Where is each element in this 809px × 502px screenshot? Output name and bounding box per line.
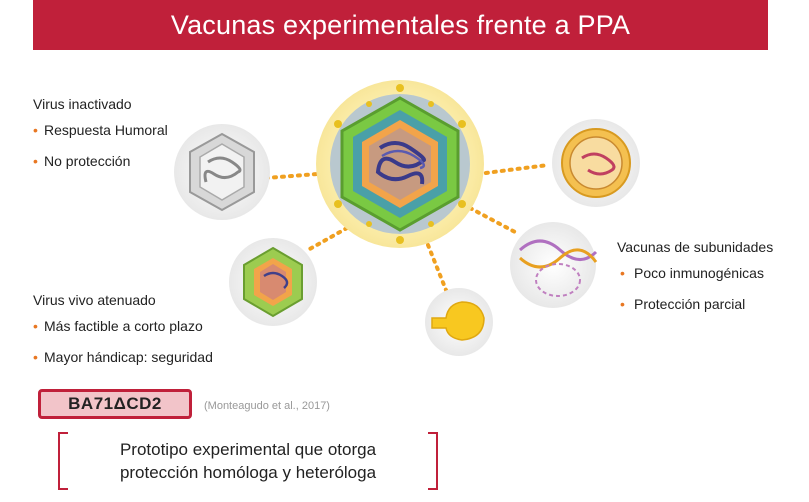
central-virus-icon <box>316 80 484 248</box>
list-item: •Poco inmunogénicas <box>620 265 764 281</box>
subunit-list: •Poco inmunogénicas •Protección parcial <box>620 265 773 312</box>
left-bracket <box>58 432 68 490</box>
attenuated-heading: Virus vivo atenuado <box>33 292 156 308</box>
attenuated-virus-icon <box>229 238 317 326</box>
prototype-line-1: Prototipo experimental que otorga <box>119 440 377 459</box>
bullet-icon: • <box>33 318 38 334</box>
inactivated-virus-icon <box>174 124 270 220</box>
subunit-vaccine-section: Vacunas de subunidades •Poco inmunogénic… <box>617 239 774 327</box>
list-item: •Respuesta Humoral <box>33 122 168 138</box>
prototype-callout: Prototipo experimental que otorga protec… <box>58 432 438 490</box>
protein-subunit-icon <box>425 288 493 356</box>
vaccine-candidate-badge: BA71ΔCD2 <box>38 389 192 419</box>
dna-strand-icon <box>510 222 598 308</box>
inactivated-virus-section: Virus inactivado •Respuesta Humoral •No … <box>33 96 168 184</box>
list-item: •No protección <box>33 153 131 169</box>
inactivated-list: •Respuesta Humoral •No protección <box>33 122 168 169</box>
right-bracket <box>428 432 438 490</box>
inactivated-heading: Virus inactivado <box>33 96 132 112</box>
connector-subunit-top <box>468 163 550 177</box>
subunit-particle-icon <box>552 119 640 207</box>
connector-inactivated <box>264 171 332 180</box>
connector-attenuated <box>306 226 349 252</box>
connector-lines <box>264 163 550 297</box>
bullet-icon: • <box>33 122 38 138</box>
slide-title: Vacunas experimentales frente a PPA <box>33 0 768 50</box>
prototype-line-2: protección homóloga y heteróloga <box>119 463 377 482</box>
bullet-icon: • <box>620 265 625 281</box>
attenuated-list: •Más factible a corto plazo •Mayor hándi… <box>33 318 213 365</box>
list-item: •Más factible a corto plazo <box>33 318 203 334</box>
list-item: •Protección parcial <box>620 296 746 312</box>
connector-subunit-bottom <box>468 206 517 234</box>
attenuated-virus-section: Virus vivo atenuado •Más factible a cort… <box>33 292 213 380</box>
connector-protein <box>426 243 450 297</box>
bullet-icon: • <box>33 153 38 169</box>
list-item: •Mayor hándicap: seguridad <box>33 349 213 365</box>
bullet-icon: • <box>33 349 38 365</box>
citation-text: (Monteagudo et al., 2017) <box>204 400 330 412</box>
subunit-heading: Vacunas de subunidades <box>617 239 774 255</box>
bullet-icon: • <box>620 296 625 312</box>
